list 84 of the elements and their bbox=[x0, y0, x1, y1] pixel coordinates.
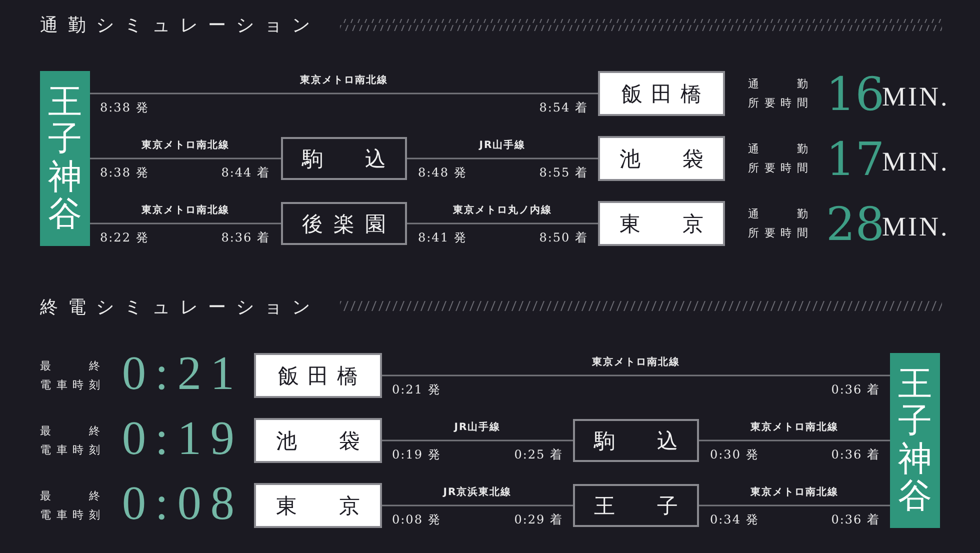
time-text: 0:19 発 bbox=[392, 446, 441, 464]
station-box bbox=[281, 202, 407, 245]
caption-text: 通勤 bbox=[748, 142, 808, 156]
line-name: JR山手線 bbox=[479, 138, 526, 152]
line-name: JR京浜東北線 bbox=[443, 485, 512, 498]
station-box bbox=[598, 71, 725, 116]
route-line bbox=[699, 440, 890, 442]
minutes-unit: MIN. bbox=[882, 214, 950, 240]
line-name: 東京メトロ南北線 bbox=[142, 203, 230, 216]
station-box bbox=[573, 419, 699, 462]
caption-text: 電車時刻 bbox=[40, 442, 100, 458]
station-name: 池袋 bbox=[276, 428, 360, 454]
station-box bbox=[254, 483, 382, 528]
time-text: 8:22 発 bbox=[100, 230, 149, 246]
line-name: JR山手線 bbox=[454, 420, 501, 434]
station-name: 王子神谷 bbox=[898, 366, 932, 516]
last-train-time: 0:19 bbox=[122, 415, 244, 463]
station-name: 飯田橋 bbox=[622, 80, 702, 108]
caption-text: 電車時刻 bbox=[40, 508, 100, 522]
time-text: 0:36 着 bbox=[831, 446, 880, 464]
station-banner bbox=[890, 353, 940, 528]
route-line bbox=[407, 222, 598, 224]
route-line bbox=[382, 440, 573, 442]
time-text: 0:34 発 bbox=[710, 512, 759, 528]
route-line bbox=[90, 92, 598, 94]
route-line bbox=[382, 504, 573, 506]
time-text: 8:41 発 bbox=[418, 230, 467, 246]
time-text: 0:36 着 bbox=[831, 512, 880, 528]
station-box bbox=[281, 137, 407, 180]
time-text: 8:36 着 bbox=[221, 230, 270, 246]
station-box bbox=[254, 353, 382, 398]
caption-text: 所要時間 bbox=[748, 96, 808, 110]
last-train-time: 0:08 bbox=[122, 480, 244, 528]
caption-text: 所要時間 bbox=[748, 160, 808, 176]
station-name: 王子神谷 bbox=[48, 84, 82, 234]
station-banner bbox=[40, 71, 90, 246]
time-text: 8:38 発 bbox=[100, 164, 149, 182]
time-text: 0:21 発 bbox=[392, 382, 441, 398]
caption-text: 電車時刻 bbox=[40, 378, 100, 392]
route-line bbox=[407, 158, 598, 160]
station-name: 東京 bbox=[620, 210, 704, 238]
line-name: 東京メトロ南北線 bbox=[750, 420, 838, 434]
station-name: 後楽園 bbox=[302, 210, 386, 238]
station-box bbox=[598, 136, 725, 181]
time-text: 8:44 着 bbox=[221, 164, 270, 182]
station-box bbox=[573, 484, 699, 527]
time-text: 0:25 着 bbox=[514, 446, 563, 464]
time-text: 0:29 着 bbox=[514, 512, 563, 528]
line-name: 東京メトロ南北線 bbox=[592, 355, 680, 368]
route-line bbox=[699, 504, 890, 506]
route-line bbox=[382, 374, 890, 376]
station-name: 東京 bbox=[276, 492, 360, 520]
section-heading: 終電シミュレーション bbox=[40, 296, 320, 319]
caption-text: 最終 bbox=[40, 358, 100, 374]
time-text: 0:30 発 bbox=[710, 446, 759, 464]
time-text: 8:48 発 bbox=[418, 164, 467, 182]
station-box bbox=[254, 418, 382, 463]
line-name: 東京メトロ南北線 bbox=[750, 485, 838, 498]
line-name: 東京メトロ南北線 bbox=[300, 73, 388, 86]
line-name: 東京メトロ南北線 bbox=[142, 138, 230, 152]
minutes-unit: MIN. bbox=[882, 148, 950, 176]
station-box bbox=[598, 201, 725, 246]
station-name: 駒込 bbox=[302, 146, 386, 172]
section-heading: 通勤シミュレーション bbox=[40, 14, 320, 37]
route-line bbox=[90, 222, 281, 224]
caption-text: 通勤 bbox=[748, 76, 808, 92]
time-text: 8:55 着 bbox=[539, 164, 588, 182]
time-text: 0:08 発 bbox=[392, 512, 441, 528]
caption-text: 最終 bbox=[40, 424, 100, 438]
route-line bbox=[90, 158, 281, 160]
caption-text: 所要時間 bbox=[748, 226, 808, 240]
station-name: 王子 bbox=[594, 492, 678, 520]
time-text: 8:38 発 bbox=[100, 100, 149, 116]
line-name: 東京メトロ丸ノ内線 bbox=[453, 203, 552, 216]
minutes-unit: MIN. bbox=[882, 84, 950, 110]
caption-text: 最終 bbox=[40, 488, 100, 504]
last-train-time: 0:21 bbox=[122, 350, 244, 398]
caption-text: 通勤 bbox=[748, 206, 808, 222]
station-name: 飯田橋 bbox=[278, 362, 358, 390]
time-text: 8:50 着 bbox=[539, 230, 588, 246]
time-text: 8:54 着 bbox=[539, 100, 588, 116]
station-name: 駒込 bbox=[594, 428, 678, 454]
time-text: 0:36 着 bbox=[831, 382, 880, 398]
station-name: 池袋 bbox=[620, 146, 704, 172]
